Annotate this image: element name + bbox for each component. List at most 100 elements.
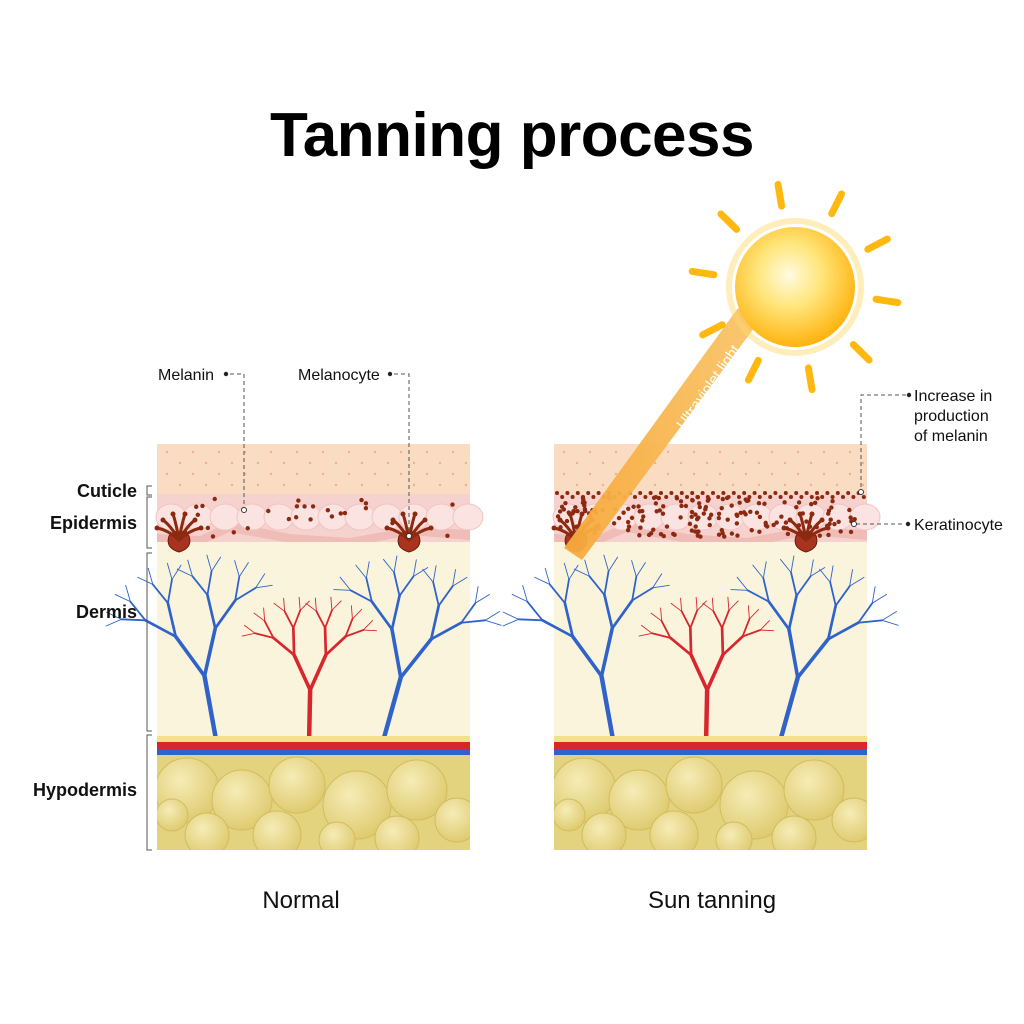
- vein-branch: [166, 578, 173, 605]
- artery-branch: [344, 629, 365, 638]
- artery-branch: [351, 608, 363, 620]
- melanin-granule: [846, 491, 851, 495]
- melanin-granule: [338, 511, 343, 516]
- fat-boundary: [554, 736, 867, 742]
- fat-cell: [268, 756, 326, 814]
- melanin-granule: [743, 497, 748, 502]
- sun-ray: [804, 364, 816, 394]
- vein-branch: [137, 576, 154, 585]
- melanin-granule: [683, 503, 689, 509]
- cuticle-dot: [451, 472, 455, 476]
- vein-branch: [881, 611, 897, 621]
- cuticle-dot: [770, 472, 774, 476]
- vein-branch: [608, 556, 619, 572]
- vein-branch: [787, 594, 798, 631]
- vein-branch: [422, 568, 434, 583]
- melanin-granule: [734, 513, 740, 518]
- vein-branch: [736, 576, 749, 591]
- cuticle-dot: [861, 483, 865, 487]
- melanin-granule: [679, 503, 684, 509]
- cuticle-dot: [399, 472, 403, 476]
- vein-branch: [502, 611, 519, 620]
- page-title: Tanning process: [270, 101, 755, 170]
- melanin-granule: [827, 521, 832, 527]
- cuticle-dot: [757, 483, 761, 487]
- melanin-granule: [773, 491, 778, 495]
- vein-branch: [173, 634, 207, 678]
- melanin-granule: [661, 504, 666, 509]
- cuticle-dot: [204, 461, 208, 465]
- melanin-granule: [697, 504, 702, 510]
- vein-branch: [432, 581, 440, 607]
- melanin-granule: [838, 529, 843, 534]
- cuticle-dot: [386, 461, 390, 465]
- melanin-granule: [701, 511, 707, 516]
- melanin-granule: [817, 533, 823, 538]
- vein-branch: [502, 618, 519, 627]
- artery-branch: [688, 626, 693, 657]
- melanin-granule: [783, 491, 788, 495]
- vein-branch: [151, 583, 169, 605]
- cuticle-dot: [360, 461, 364, 465]
- cuticle-dot: [256, 483, 260, 487]
- increase-melanin-label-2: production: [914, 408, 989, 425]
- cuticle-dot: [692, 472, 696, 476]
- melanin-granule: [325, 508, 331, 513]
- vein-branch: [383, 558, 395, 573]
- cuticle-dot: [360, 483, 364, 487]
- vein-branch: [610, 599, 634, 630]
- vein-branch: [206, 593, 217, 630]
- vein-branch: [125, 585, 131, 603]
- cuticle-dot: [425, 450, 429, 454]
- cuticle-dot: [705, 461, 709, 465]
- cuticle-dot: [282, 461, 286, 465]
- cuticle-dot: [321, 472, 325, 476]
- dermis-label: Dermis: [76, 602, 137, 622]
- artery-branch: [705, 653, 725, 692]
- melanin-granule: [400, 511, 406, 517]
- cuticle-dot: [796, 450, 800, 454]
- melanin-granule: [693, 529, 698, 534]
- artery-branch: [689, 609, 699, 629]
- melanin-granule: [646, 532, 652, 538]
- artery-branch: [748, 608, 760, 620]
- artery-branch: [324, 635, 347, 657]
- melanin-granule: [170, 511, 176, 517]
- vein-branch: [635, 562, 646, 578]
- fat-cell: [665, 756, 723, 814]
- melanin-granule: [799, 495, 804, 499]
- melanin-granule: [841, 495, 845, 499]
- vein-branch: [603, 593, 614, 630]
- melanin-granule: [815, 495, 820, 501]
- melanin-granule: [826, 532, 831, 538]
- melanin-granule: [596, 491, 601, 495]
- artery-branch: [721, 635, 744, 657]
- vein-branch: [834, 585, 851, 607]
- melanin-granule: [580, 500, 586, 505]
- melanin-granule: [700, 491, 705, 495]
- vein-branch: [365, 577, 373, 603]
- epidermis-basal-edge: [157, 522, 470, 547]
- vein-branch: [437, 585, 454, 607]
- melanin-granule: [653, 501, 659, 506]
- artery-branch: [669, 636, 693, 657]
- normal-panel-details: [105, 450, 502, 861]
- cuticle-dot: [373, 472, 377, 476]
- melanin-granule: [625, 519, 631, 525]
- vein-branch: [429, 621, 463, 641]
- melanin-granule: [716, 495, 721, 499]
- vein-branch: [393, 555, 398, 573]
- panel-mask: [140, 850, 900, 862]
- melanin-granule: [586, 491, 591, 495]
- melanin-granule: [763, 491, 767, 495]
- melanin-granule: [851, 495, 856, 499]
- melanin-granule: [809, 511, 815, 517]
- cuticle-dot: [614, 472, 618, 476]
- artery-branch: [292, 609, 302, 629]
- melanin-granule: [690, 491, 695, 495]
- cuticle-dot: [269, 450, 273, 454]
- vein-branch: [570, 634, 604, 678]
- vein-branch: [730, 589, 749, 591]
- melanin-granule: [731, 491, 736, 495]
